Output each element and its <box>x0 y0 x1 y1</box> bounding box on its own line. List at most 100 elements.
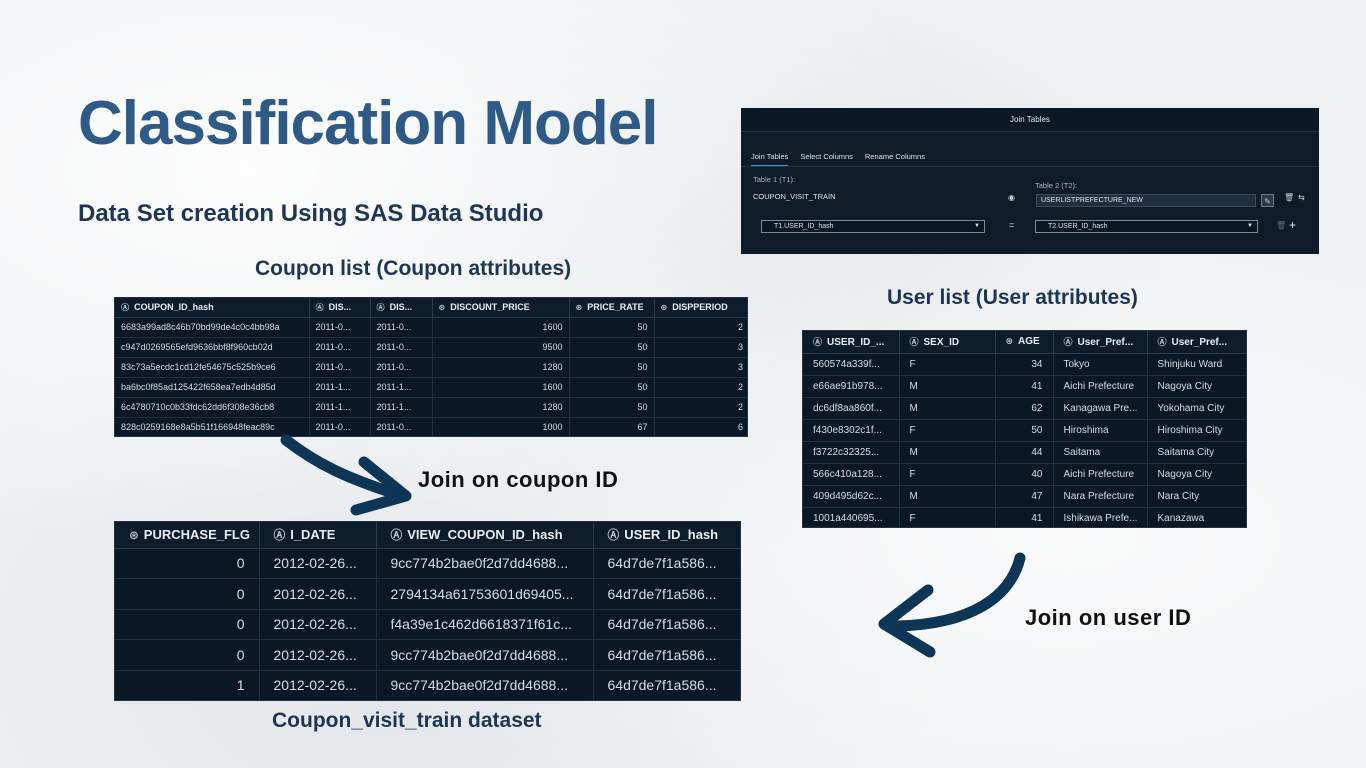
table-cell: F <box>899 463 996 486</box>
table-cell: Kanagawa Pre... <box>1053 397 1148 420</box>
table-cell: Shinjuku Ward <box>1147 353 1246 376</box>
number-icon: ⊛ <box>575 303 583 313</box>
dialog-title: Join Tables <box>741 108 1319 132</box>
table-cell: f4a39e1c462d6618371f61c... <box>376 609 594 640</box>
text-icon: Ⓐ <box>1063 337 1073 348</box>
right-key-select[interactable]: T2.USER_ID_hash ▼ <box>1035 220 1258 233</box>
column-header-label: User_Pref... <box>1077 337 1134 349</box>
table-cell: 409d495d62c... <box>803 485 900 508</box>
column-header-label: I_DATE <box>290 527 336 543</box>
table-cell: 2011-0... <box>309 357 371 378</box>
table-cell: 9500 <box>432 337 570 358</box>
table-cell: Nara City <box>1147 485 1246 508</box>
visit-dataset-label: Coupon_visit_train dataset <box>272 709 542 732</box>
trash-icon[interactable]: 🗑 <box>1284 193 1295 202</box>
table-cell: 0 <box>115 639 260 671</box>
tab-rename-columns[interactable]: Rename Columns <box>864 152 925 161</box>
column-header[interactable]: ⊛DISCOUNT_PRICE <box>432 298 570 318</box>
table-cell: 64d7de7f1a586... <box>593 670 740 700</box>
table-cell: 9cc774b2bae0f2d7dd4688... <box>376 548 594 579</box>
column-header[interactable]: ⊛AGE <box>995 331 1054 354</box>
number-icon: ⊛ <box>1005 336 1014 347</box>
table-cell: Saitama City <box>1147 441 1246 464</box>
arrow-down-right-icon <box>280 434 412 516</box>
table-cell: 64d7de7f1a586... <box>593 609 740 640</box>
column-header-label: DISCOUNT_PRICE <box>450 302 530 313</box>
column-header[interactable]: ⊛PURCHASE_FLG <box>115 522 260 549</box>
table-cell: dc6df8aa860f... <box>803 397 900 420</box>
table-cell: 2011-0... <box>370 417 433 436</box>
column-header-label: VIEW_COUPON_ID_hash <box>407 527 563 543</box>
tab-select-columns[interactable]: Select Columns <box>800 152 853 161</box>
table-cell: ba6bc0f85ad125422f658ea7edb4d85d <box>115 377 310 398</box>
column-header-label: USER_ID_hash <box>624 527 719 543</box>
table-cell: 828c0259168e8a5b51f166948feac89c <box>115 417 310 436</box>
text-icon: Ⓐ <box>315 302 324 312</box>
table-cell: 9cc774b2bae0f2d7dd4688... <box>376 670 594 700</box>
add-icon[interactable]: + <box>1289 218 1297 232</box>
trash-icon[interactable]: 🗑 <box>1276 221 1287 230</box>
join-operator: = <box>1009 220 1015 230</box>
table-cell: 2 <box>654 377 747 398</box>
text-icon: Ⓐ <box>121 302 130 312</box>
column-header[interactable]: ⊛DISPPERIOD <box>654 298 747 318</box>
table-cell: 2011-1... <box>309 377 371 398</box>
table-cell: 566c410a128... <box>803 463 900 486</box>
swap-icon[interactable]: ⇆ <box>1298 193 1305 202</box>
edit-pencil-icon[interactable]: ✎ <box>1261 194 1274 207</box>
column-header[interactable]: Ⓐ User_Pref... <box>1053 331 1148 354</box>
eye-icon[interactable]: ◉ <box>1008 193 1015 202</box>
table-cell: Nara Prefecture <box>1053 485 1148 508</box>
table-cell: Kanazawa <box>1147 507 1246 527</box>
column-header[interactable]: ⊛PRICE_RATE <box>569 298 655 318</box>
table-cell: M <box>899 441 996 464</box>
table-cell: f3722c32325... <box>803 441 900 464</box>
table-cell: 560574a339f... <box>803 353 900 376</box>
left-key-select[interactable]: T1.USER_ID_hash ▼ <box>761 220 985 233</box>
table-row[interactable]: 828c0259168e8a5b51f166948feac89c 2011-0..… <box>115 417 747 436</box>
chevron-down-icon: ▼ <box>974 223 980 229</box>
column-header-label: USER_ID_... <box>827 337 885 349</box>
tab-join-tables[interactable]: Join Tables <box>751 152 789 167</box>
table-cell: 50 <box>569 357 655 378</box>
chevron-down-icon: ▼ <box>1247 223 1253 229</box>
table-cell: Aichi Prefecture <box>1053 375 1148 398</box>
table2-value-field[interactable]: USERLISTPREFECTURE_NEW <box>1036 194 1256 207</box>
join-tables-dialog: Join Tables Join Tables Select Columns R… <box>741 108 1319 254</box>
table-cell: 50 <box>995 419 1054 442</box>
text-icon: Ⓐ <box>376 302 385 312</box>
table-cell: 1280 <box>432 397 570 418</box>
table-cell: 2011-1... <box>309 397 371 418</box>
table-cell: M <box>899 485 996 508</box>
table-cell: 9cc774b2bae0f2d7dd4688... <box>376 639 594 671</box>
